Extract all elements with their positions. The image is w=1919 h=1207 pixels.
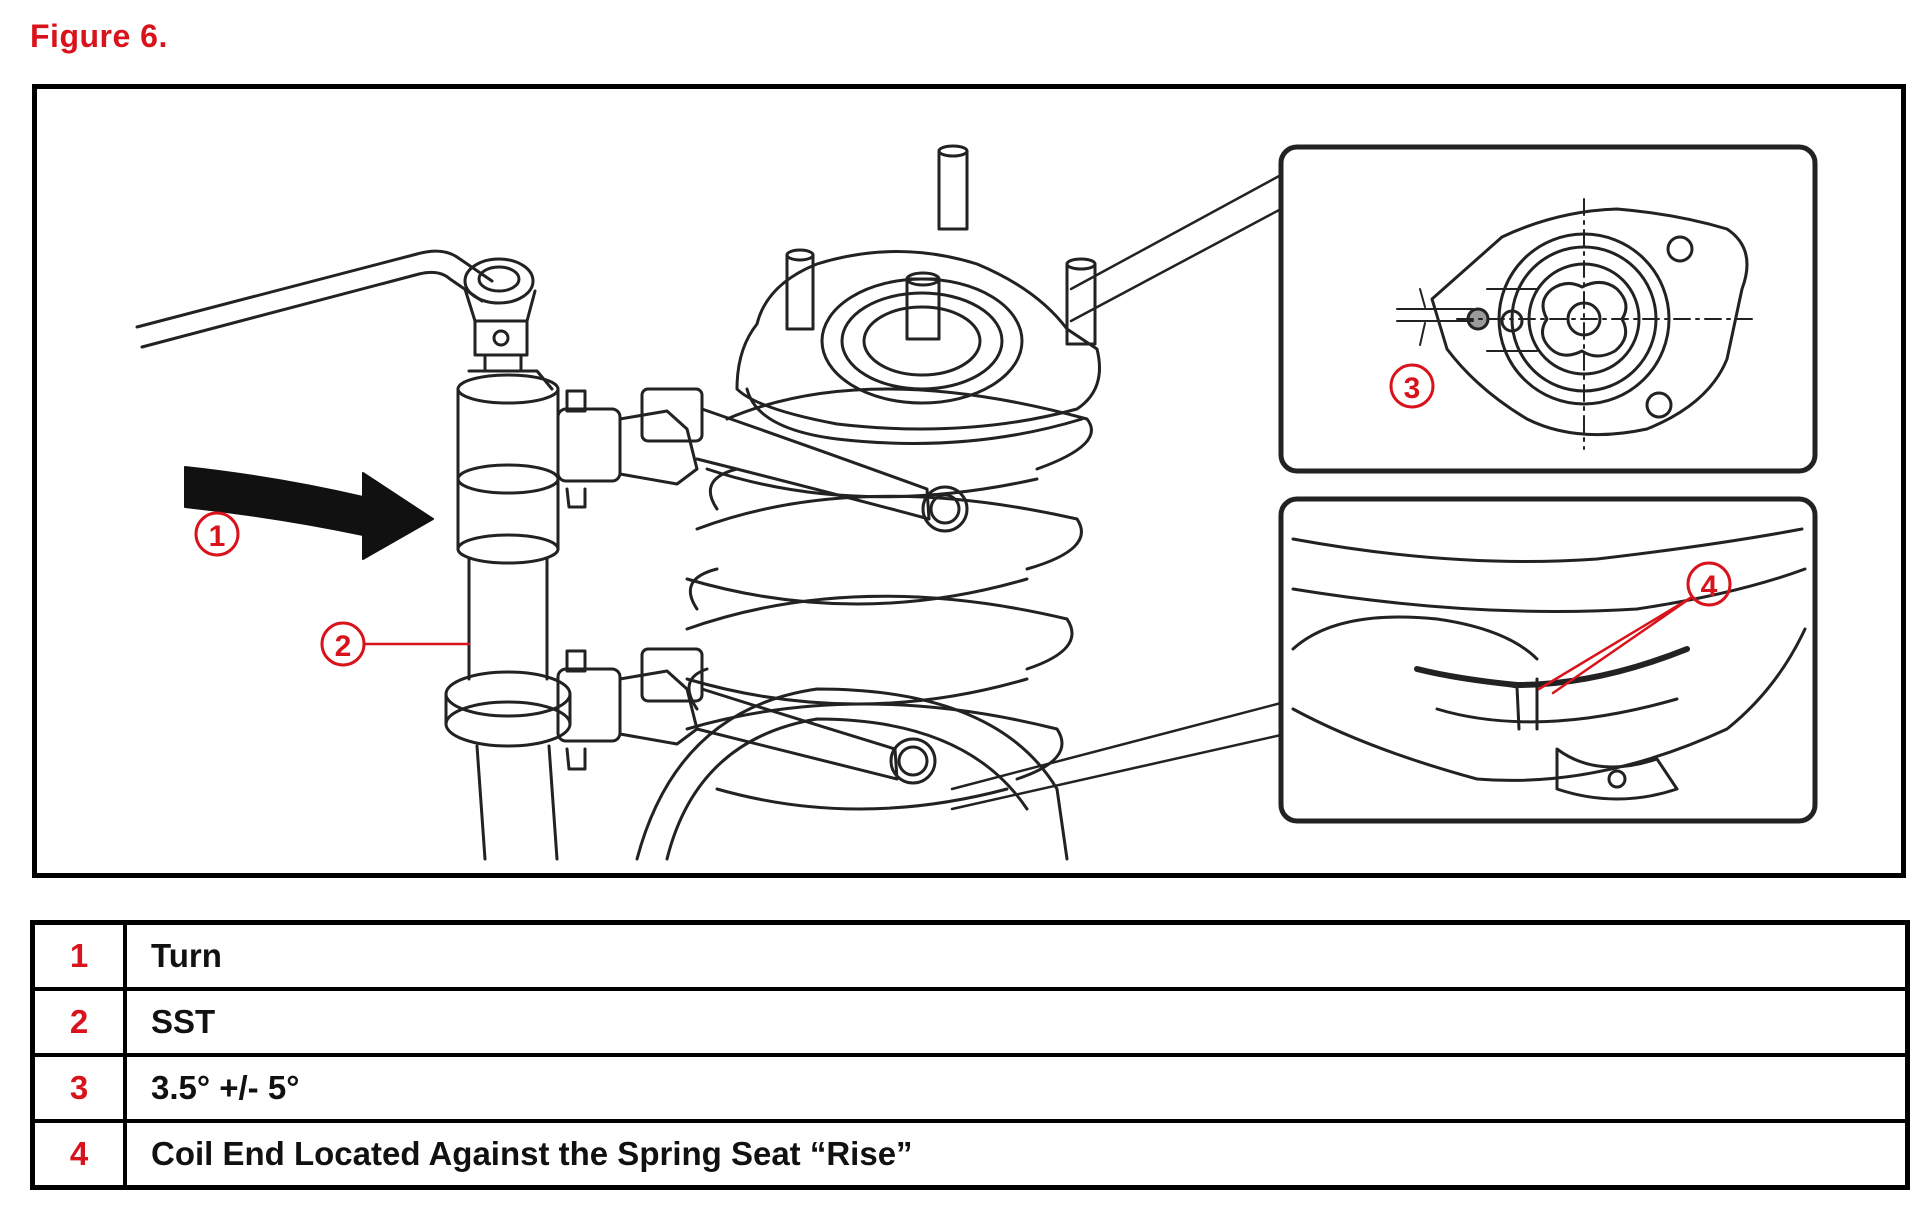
- legend-table: 1 Turn 2 SST 3 3.5° +/- 5° 4 Coil End Lo…: [30, 920, 1910, 1190]
- legend-row: 3 3.5° +/- 5°: [30, 1052, 1910, 1123]
- detail-leader-upper: [1069, 173, 1283, 323]
- callout-1: 1: [194, 511, 240, 557]
- callout-3: 3: [1389, 363, 1435, 409]
- coil-spring: [635, 387, 1093, 861]
- legend-number: 3: [30, 1052, 127, 1123]
- svg-text:1: 1: [209, 520, 226, 553]
- upper-strut-mount: [735, 144, 1101, 445]
- detail-box-upper: [1278, 144, 1818, 474]
- legend-description: SST: [123, 987, 1910, 1057]
- legend-row: 4 Coil End Located Against the Spring Se…: [30, 1118, 1910, 1190]
- legend-description: 3.5° +/- 5°: [123, 1052, 1910, 1123]
- strut-spring-compressor-illustration: 1 2: [135, 144, 1818, 861]
- legend-number: 1: [30, 920, 127, 991]
- lower-clamp: [556, 647, 937, 785]
- diagram-frame: 1 2: [32, 84, 1906, 878]
- svg-text:3: 3: [1404, 372, 1421, 405]
- callout-2: 2: [320, 621, 471, 667]
- upper-clamp: [556, 387, 969, 533]
- detail-leader-lower: [950, 701, 1283, 811]
- legend-description: Turn: [123, 920, 1910, 991]
- figure-title: Figure 6.: [30, 18, 168, 54]
- sst-compressor: [444, 369, 572, 861]
- wrench-handle: [135, 249, 537, 373]
- legend-number: 2: [30, 987, 127, 1057]
- legend-row: 1 Turn: [30, 920, 1910, 991]
- legend-description: Coil End Located Against the Spring Seat…: [123, 1118, 1910, 1190]
- turn-arrow: [184, 466, 434, 560]
- svg-text:4: 4: [1701, 570, 1718, 603]
- detail-box-lower: [1278, 496, 1818, 824]
- legend-row: 2 SST: [30, 987, 1910, 1057]
- legend-number: 4: [30, 1118, 127, 1190]
- callout-4: 4: [1537, 561, 1732, 695]
- svg-text:2: 2: [335, 630, 352, 663]
